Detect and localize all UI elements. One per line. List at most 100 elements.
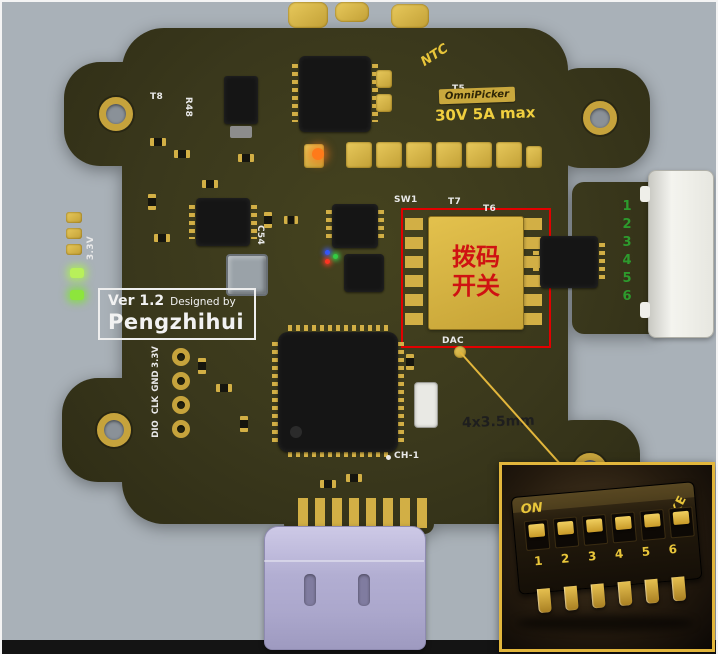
- dip-switch-cell: [581, 513, 609, 546]
- dip-number: 1: [533, 553, 544, 569]
- on-label: ON: [520, 500, 544, 518]
- dip-switch-cell: [668, 506, 695, 539]
- dip-switch-cell: [523, 519, 551, 552]
- dip-switch-slider: [672, 510, 690, 526]
- passive-component: [406, 354, 414, 370]
- passive-component: [284, 216, 298, 224]
- dip-number: 5: [641, 544, 651, 559]
- passive-component: [150, 138, 166, 146]
- pin-number: 5: [622, 271, 632, 286]
- dip-switch-slider: [614, 515, 632, 531]
- passive-component: [154, 234, 170, 242]
- capacitor-gold: [436, 142, 462, 168]
- passive-component: [346, 474, 362, 482]
- dip-number: 4: [614, 546, 624, 562]
- gold-pad: [335, 2, 369, 22]
- t7-label: T7: [448, 197, 462, 207]
- passive-component: [238, 154, 254, 162]
- ch1-label: CH-1: [394, 451, 420, 461]
- red-annotation-box: [401, 208, 551, 348]
- wireless-ic-chip: [299, 56, 371, 132]
- silkscreen-dot: [386, 455, 391, 460]
- usb-slot: [358, 574, 370, 606]
- passive-component: [202, 180, 218, 188]
- swd-hole: [172, 420, 190, 438]
- dip-switch-leg: [617, 581, 633, 607]
- designed-by-label: Designed by: [170, 296, 236, 308]
- gold-pad: [376, 94, 392, 112]
- passive-component: [264, 212, 272, 228]
- dip-switch-slider: [585, 518, 604, 533]
- mcu-pins: [398, 342, 404, 442]
- capacitor-pad: [230, 126, 252, 138]
- status-led-red: [325, 259, 330, 264]
- swd-hole: [172, 372, 190, 390]
- sensor-chip-2: [344, 254, 384, 292]
- dip-switch-label-line1: 拨码: [452, 244, 500, 272]
- passive-component: [198, 358, 206, 374]
- dip-number: 2: [560, 551, 571, 566]
- c54-label: C54: [255, 224, 266, 246]
- ic-pins: [378, 210, 384, 242]
- power-led-green-2: [70, 290, 84, 300]
- capacitor-gold: [406, 142, 432, 168]
- dip-switch-leg: [644, 578, 660, 604]
- passive-component: [174, 150, 190, 158]
- dip-switch-component: 拨码 开关: [428, 216, 524, 330]
- connector-wing: [640, 302, 650, 318]
- sw1-label: SW1: [394, 195, 418, 205]
- author-label: Pengzhihui: [108, 310, 245, 334]
- dip-number: 6: [668, 541, 678, 557]
- omnipicker-badge: OmniPicker: [438, 86, 516, 105]
- ic-pins: [292, 64, 298, 122]
- mcu-pins: [288, 325, 388, 331]
- swd-hole: [172, 396, 190, 414]
- status-led-orange: [312, 148, 324, 160]
- swd-hole: [172, 348, 190, 366]
- crystal-oscillator: [414, 382, 438, 428]
- dip-switch-leg: [590, 583, 606, 609]
- edge-pad: [66, 244, 82, 255]
- dip-switch-cell: [639, 508, 666, 541]
- mcu-pins: [272, 342, 278, 442]
- usb-slot: [304, 574, 316, 606]
- ic-pins: [372, 64, 378, 122]
- r48-label: R48: [183, 96, 194, 118]
- dac-label: DAC: [442, 336, 464, 346]
- passive-component: [240, 416, 248, 432]
- ic-pins: [533, 243, 539, 281]
- ic-pins: [599, 243, 605, 281]
- ic-pins: [189, 205, 195, 239]
- dip-switch-leg: [671, 576, 687, 602]
- status-led-blue: [325, 250, 330, 255]
- edge-pad: [66, 212, 82, 223]
- dip-switch-label-line2: 开关: [452, 273, 500, 300]
- dip-switch-leg: [536, 588, 552, 614]
- capacitor-gold: [466, 142, 492, 168]
- dip-shadow: [516, 615, 694, 631]
- connector-wing: [640, 186, 650, 202]
- pin-number: 1: [622, 199, 632, 214]
- gold-pad: [288, 2, 328, 28]
- passive-component: [216, 384, 232, 392]
- passive-component: [320, 480, 336, 488]
- dip-number: 3: [587, 548, 597, 564]
- version-label: Ver 1.2: [108, 293, 165, 309]
- dip-switch-cell: [610, 511, 638, 544]
- ic-pins: [251, 205, 257, 239]
- status-led-green: [333, 254, 338, 259]
- pin-number: 2: [622, 217, 632, 232]
- edge-pad: [66, 228, 82, 239]
- mcu-pins: [288, 451, 388, 457]
- capacitor-gold: [376, 142, 402, 168]
- gold-pad: [376, 70, 392, 88]
- dip-switch-leg: [563, 585, 579, 611]
- gold-pad: [391, 4, 429, 28]
- mounting-hole-top-right: [583, 101, 617, 135]
- dip-switch-slider: [528, 523, 546, 538]
- rating-label: 30V 5A max: [434, 103, 536, 125]
